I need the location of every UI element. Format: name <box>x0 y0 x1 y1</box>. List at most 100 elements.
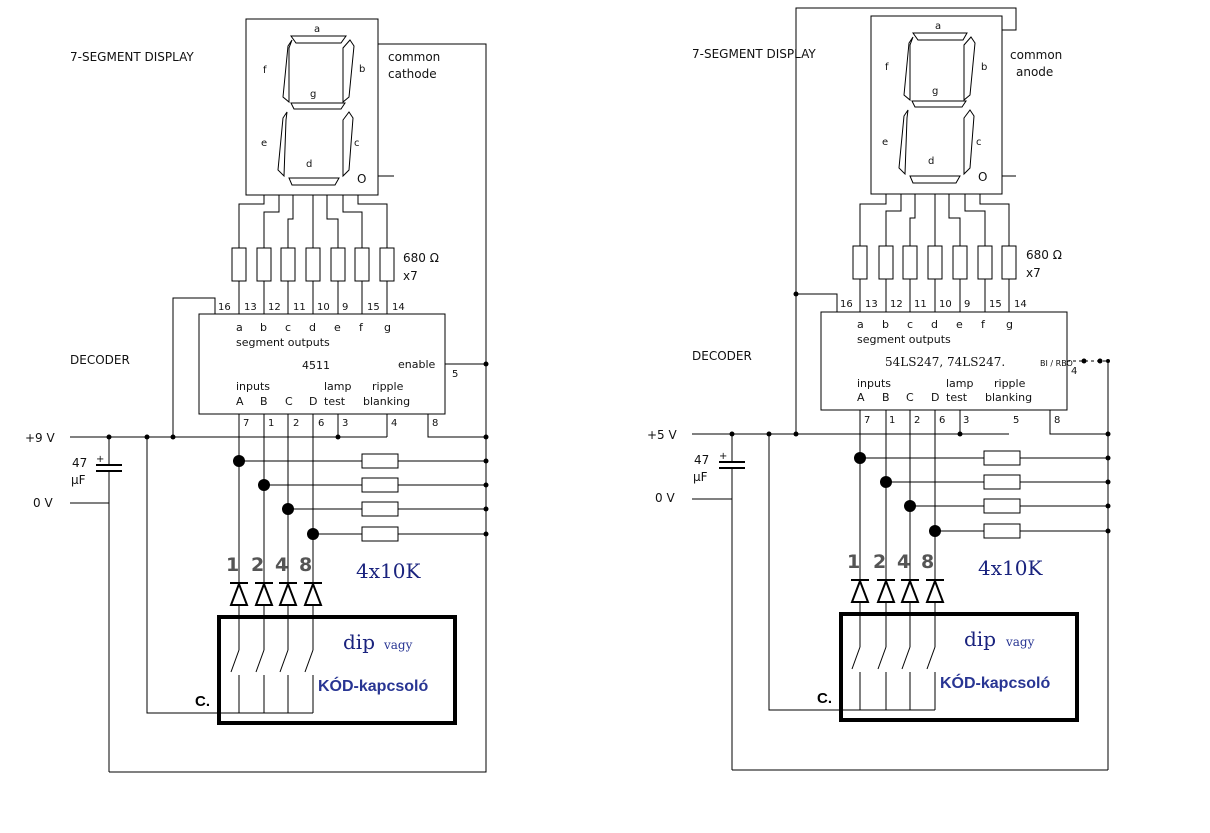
right-pin-2: 2 <box>914 415 920 426</box>
right-cap-plus: + <box>719 451 727 462</box>
right-circuit: a b c d e f g O 7-SEGMENT DISPLAY common… <box>647 7 1111 771</box>
left-pin-6: 6 <box>318 418 324 429</box>
left-lamp-2: test <box>324 395 346 408</box>
left-enable-label: enable <box>398 358 436 371</box>
right-seg-label-g: g <box>932 86 938 97</box>
right-dip-label: dip <box>964 627 996 651</box>
right-bit-8: 8 <box>921 551 934 573</box>
left-enable-pin: 5 <box>452 369 458 380</box>
right-seg-label-b: b <box>981 62 987 73</box>
left-bit-1: 1 <box>226 554 239 576</box>
left-pin-2: 2 <box>293 418 299 429</box>
right-supply-label: +5 V <box>647 428 678 442</box>
right-gnd-label: 0 V <box>655 491 675 505</box>
left-seven-segment-digit <box>277 35 355 186</box>
right-pin-15: 15 <box>989 299 1002 310</box>
right-pullup-label: 4x10K <box>978 556 1043 580</box>
right-resistor-value: 680 Ω <box>1026 248 1062 262</box>
left-dip-label: dip <box>343 630 375 654</box>
left-bit-8: 8 <box>299 554 312 576</box>
right-bi-pin: 4 <box>1071 366 1077 377</box>
right-section-label: DECODER <box>692 349 752 363</box>
left-diodes <box>229 581 323 650</box>
left-cap-plus: + <box>96 454 104 465</box>
right-cap-value: 47 <box>694 453 709 467</box>
left-pin-10: 10 <box>317 302 330 313</box>
left-input-c: C <box>285 395 293 408</box>
left-bit-2: 2 <box>251 554 264 576</box>
left-seg-label-d: d <box>306 159 312 170</box>
left-segment-outputs-label: segment outputs <box>236 336 330 349</box>
right-capacitor <box>719 434 745 770</box>
right-pin-13: 13 <box>865 299 878 310</box>
right-pin-14: 14 <box>1014 299 1027 310</box>
left-common-pin: O <box>357 172 366 186</box>
left-cap-unit: µF <box>71 473 86 487</box>
left-bit-4: 4 <box>275 554 288 576</box>
left-out-b: b <box>260 321 267 334</box>
right-kod-label: KÓD-kapcsoló <box>940 673 1050 692</box>
right-pin-8: 8 <box>1054 415 1060 426</box>
right-bi-label: BI / RBO <box>1040 359 1073 368</box>
right-bit-4: 4 <box>897 551 910 573</box>
right-dip-switch <box>839 612 1079 722</box>
right-lamp-2: test <box>946 391 968 404</box>
left-out-f: f <box>359 321 364 334</box>
left-resistor-count: x7 <box>403 269 418 283</box>
left-pin-7: 7 <box>243 418 249 429</box>
left-pin-14: 14 <box>392 302 405 313</box>
left-pin-8: 8 <box>432 418 438 429</box>
right-pin-3: 3 <box>963 415 969 426</box>
left-display-body <box>245 18 379 196</box>
left-out-a: a <box>236 321 243 334</box>
right-out-d: d <box>931 318 938 331</box>
left-pin-4: 4 <box>391 418 397 429</box>
left-pin-9: 9 <box>342 302 348 313</box>
left-seg-label-f: f <box>263 65 267 76</box>
left-capacitor <box>96 437 122 772</box>
left-seg-label-c: c <box>354 138 360 149</box>
right-input-a: A <box>857 391 865 404</box>
left-cap-value: 47 <box>72 456 87 470</box>
right-bit-2: 2 <box>873 551 886 573</box>
left-kod-label: KÓD-kapcsoló <box>318 676 428 695</box>
right-input-d: D <box>931 391 939 404</box>
right-vagy-label: vagy <box>1005 635 1035 649</box>
left-chip-name: 4511 <box>302 359 330 372</box>
left-pin-13: 13 <box>244 302 257 313</box>
right-segment-outputs-label: segment outputs <box>857 333 951 346</box>
left-pulldown-resistors <box>233 453 489 542</box>
right-seg-label-d: d <box>928 156 934 167</box>
right-lamp-1: lamp <box>946 377 974 390</box>
right-pin-1: 1 <box>889 415 895 426</box>
right-display-body <box>870 15 1003 195</box>
left-section-label: DECODER <box>70 353 130 367</box>
right-out-e: e <box>956 318 963 331</box>
right-cap-unit: µF <box>693 470 708 484</box>
left-pin-12: 12 <box>268 302 281 313</box>
left-pullup-label: 4x10K <box>356 559 421 583</box>
right-display-type-2: anode <box>1016 65 1053 79</box>
right-segment-resistors <box>852 245 1017 280</box>
left-pin-16: 16 <box>218 302 231 313</box>
left-input-b: B <box>260 395 268 408</box>
right-display-type-1: common <box>1010 48 1062 62</box>
left-pin-3: 3 <box>342 418 348 429</box>
right-common-switch-label: C. <box>817 690 832 707</box>
left-out-d: d <box>309 321 316 334</box>
left-seg-label-g: g <box>310 89 316 100</box>
left-segment-resistors <box>231 247 395 282</box>
right-pin-16: 16 <box>840 299 853 310</box>
left-display-type-2: cathode <box>388 67 437 81</box>
right-seven-segment-digit <box>898 32 976 184</box>
left-circuit: a b c d e f g O 7-SEGMENT DISPLAY common… <box>25 18 489 773</box>
left-switches <box>219 649 314 714</box>
right-ripple-2: blanking <box>985 391 1032 404</box>
left-lamp-1: lamp <box>324 380 352 393</box>
right-pin-5: 5 <box>1013 415 1019 426</box>
right-common-pin: O <box>978 170 987 184</box>
right-input-c: C <box>906 391 914 404</box>
right-resistor-count: x7 <box>1026 266 1041 280</box>
left-resistor-value: 680 Ω <box>403 251 439 265</box>
right-seg-label-a: a <box>935 21 941 32</box>
